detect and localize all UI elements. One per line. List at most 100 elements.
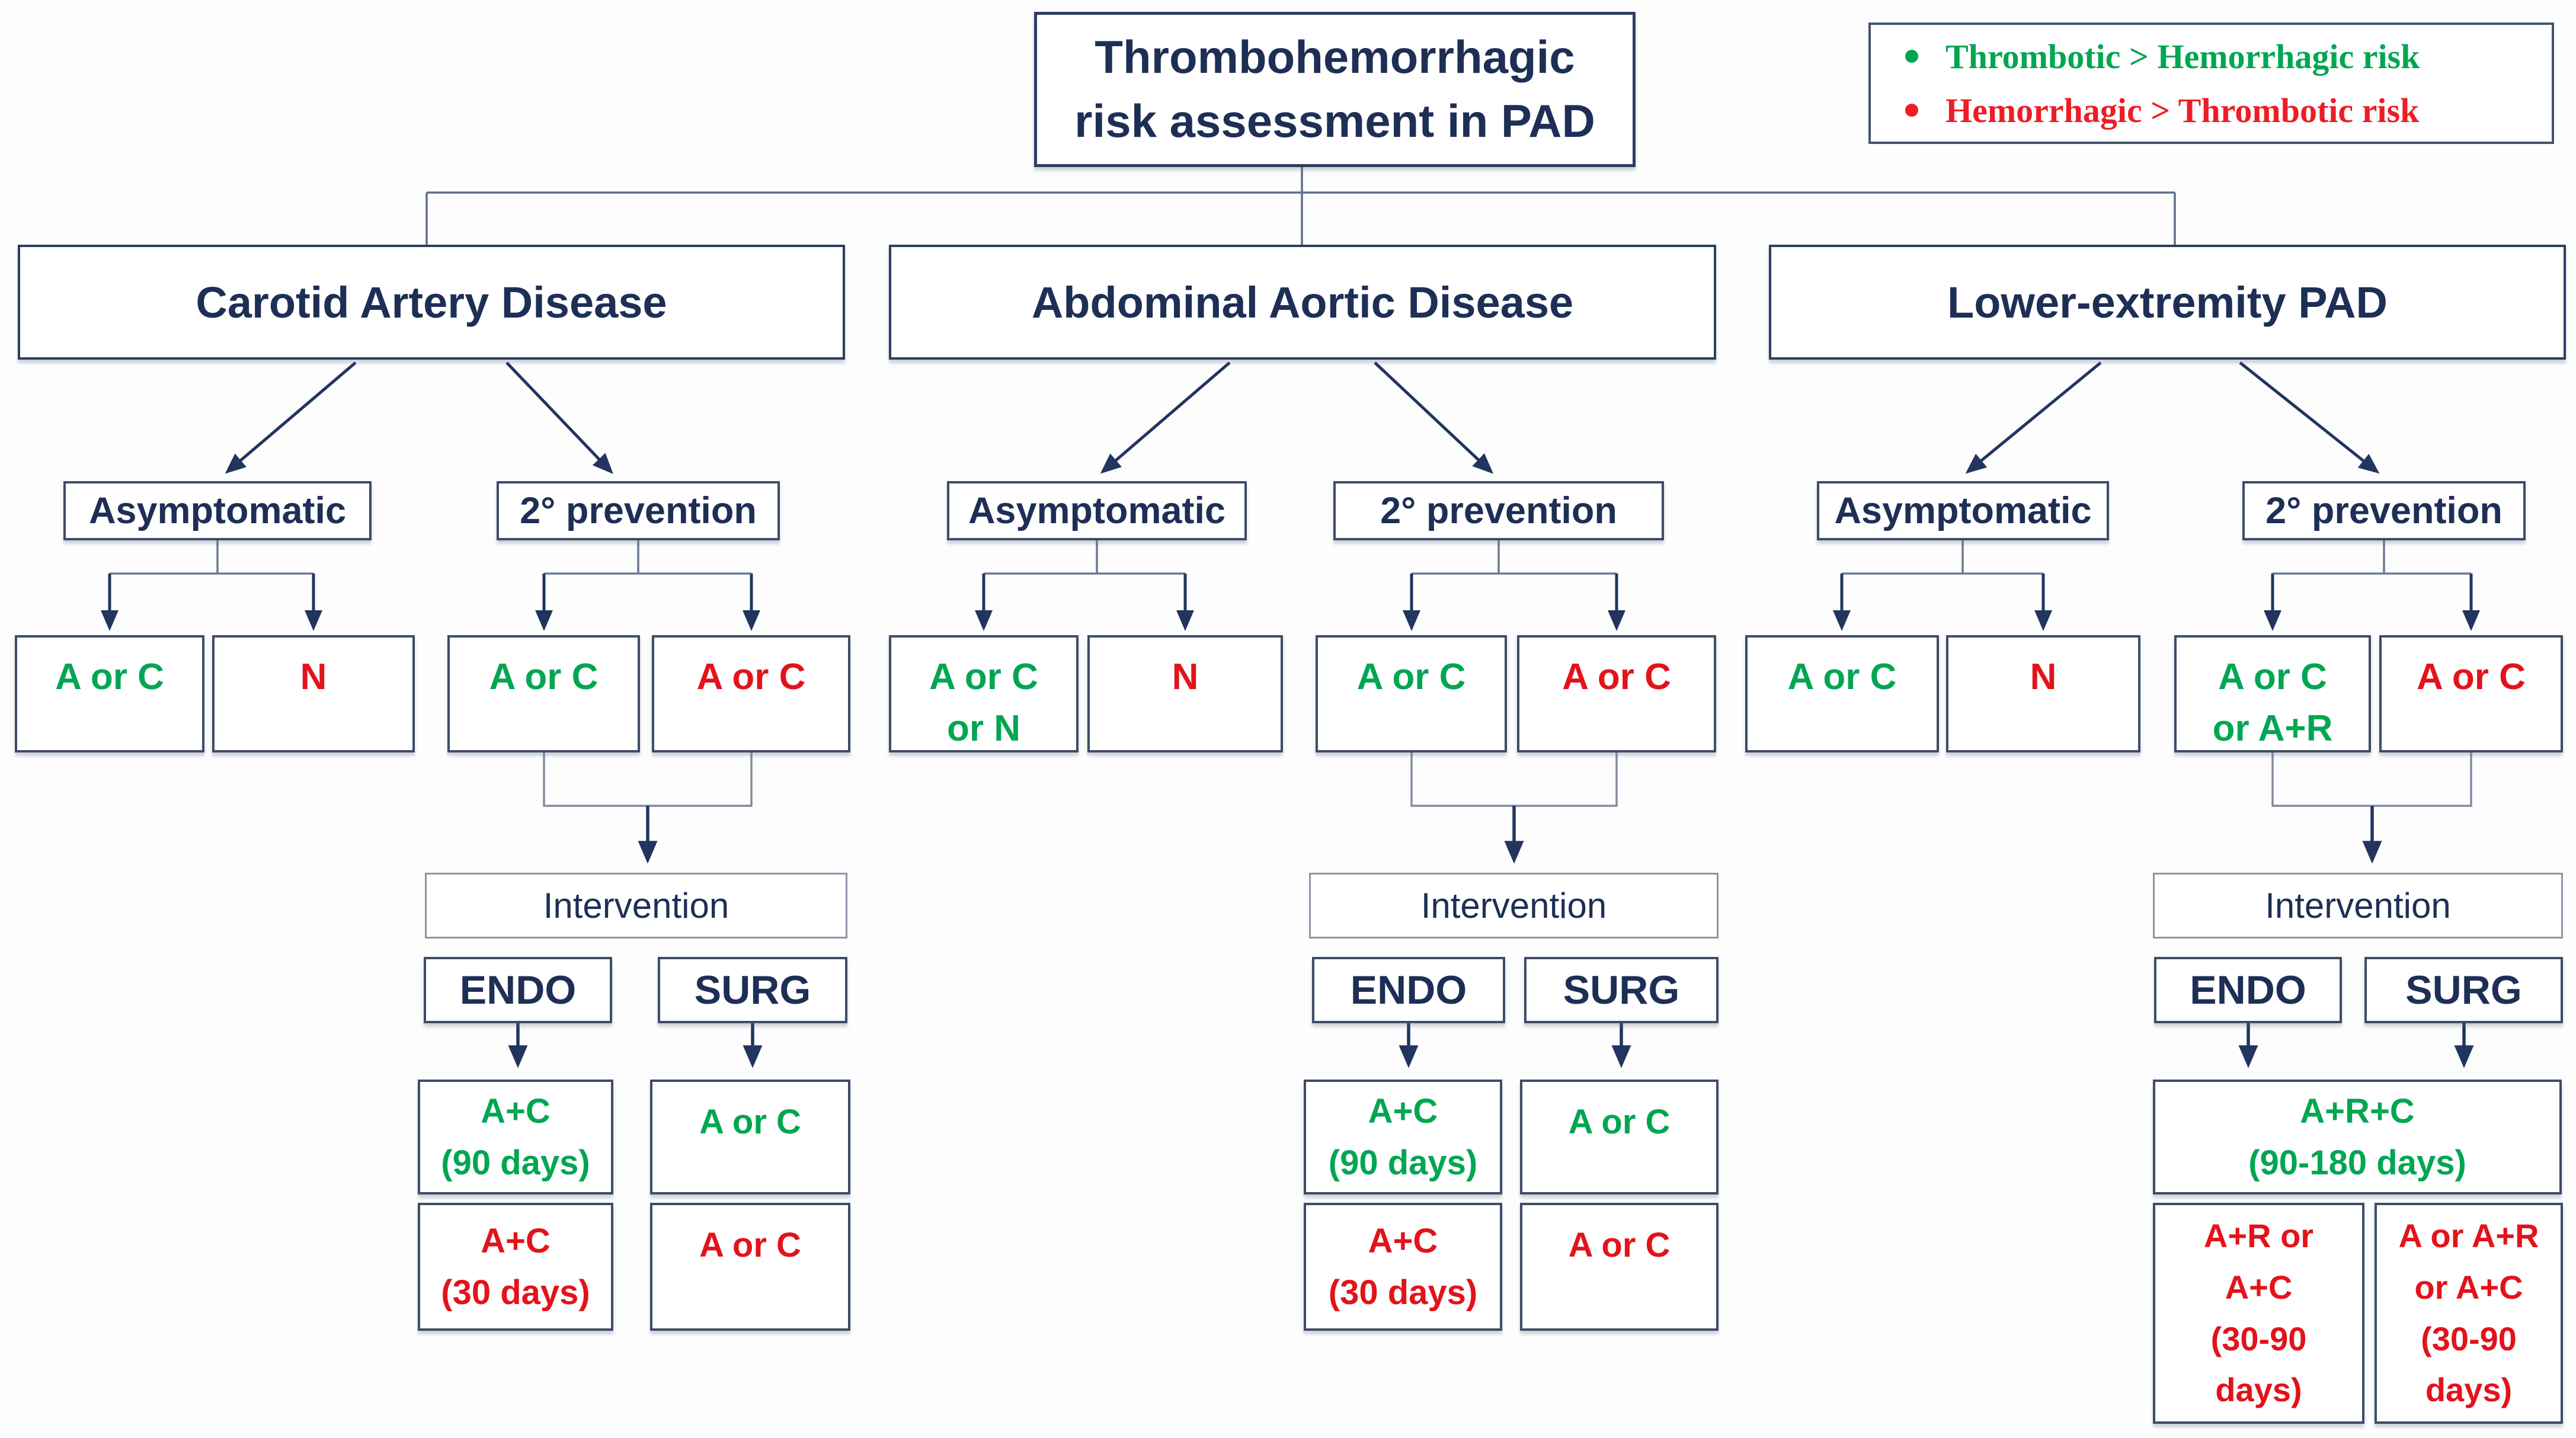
outcome-label: A or C: [699, 1226, 801, 1264]
surg-box-abdominal: SURG: [1524, 957, 1719, 1023]
therapy-box-abdominal-prev-thrombotic: A or C: [1316, 635, 1507, 752]
therapy-label: A or C: [1562, 656, 1671, 697]
therapy-label: N: [300, 656, 327, 697]
intervention-box-lower: Intervention: [2153, 873, 2563, 939]
page-title-line2: risk assessment in PAD: [1074, 95, 1595, 147]
therapy-label: A or C: [1787, 656, 1897, 697]
therapy-label: or A+R: [2212, 707, 2333, 749]
branch-title-label: Abdominal Aortic Disease: [1031, 277, 1574, 327]
outcome-label: A+C: [481, 1092, 551, 1130]
therapy-box-abdominal-prev-hemorrhagic: A or C: [1517, 635, 1716, 752]
therapy-box-abdominal-asym-thrombotic: A or C or N: [889, 635, 1079, 752]
therapy-label: A or C: [2417, 656, 2526, 697]
page-title: Thrombohemorrhagic risk assessment in PA…: [1034, 12, 1636, 167]
outcome-label: A or C: [699, 1103, 801, 1141]
branch-carotid: Carotid Artery Disease: [18, 245, 845, 360]
outcome-box-lower-surg-hemorrhagic: A or A+R or A+C (30-90 days): [2375, 1203, 2563, 1424]
outcome-label: A+R+C: [2300, 1092, 2415, 1130]
outcome-box-lower-combined-thrombotic: A+R+C (90-180 days): [2153, 1080, 2562, 1194]
outcome-label: A+C: [1368, 1092, 1438, 1130]
asymptomatic-label: Asymptomatic: [968, 490, 1226, 531]
therapy-box-carotid-prev-thrombotic: A or C: [447, 635, 640, 752]
therapy-box-carotid-prev-hemorrhagic: A or C: [652, 635, 850, 752]
outcome-label: (30 days): [1328, 1273, 1478, 1312]
intervention-box-carotid: Intervention: [425, 873, 847, 939]
outcome-label: A+R or: [2203, 1216, 2314, 1254]
outcome-label: (90-180 days): [2248, 1144, 2466, 1182]
outcome-box-carotid-surg-thrombotic: A or C: [650, 1080, 850, 1194]
therapy-box-carotid-asym-thrombotic: A or C: [15, 635, 204, 752]
asymptomatic-label: Asymptomatic: [1834, 490, 2092, 531]
surg-box-lower: SURG: [2364, 957, 2563, 1023]
endo-label: ENDO: [1350, 968, 1467, 1013]
branch-title-label: Lower-extremity PAD: [1947, 277, 2388, 327]
outcome-label: A+C: [1368, 1222, 1438, 1260]
therapy-box-carotid-asym-hemorrhagic: N: [212, 635, 415, 752]
outcome-box-abdominal-endo-hemorrhagic: A+C (30 days): [1304, 1203, 1502, 1331]
therapy-box-lower-asym-hemorrhagic: N: [1946, 635, 2140, 752]
bullet-icon: [1905, 104, 1918, 117]
endo-box-lower: ENDO: [2154, 957, 2342, 1023]
outcome-box-abdominal-endo-thrombotic: A+C (90 days): [1304, 1080, 1502, 1194]
legend-label: Thrombotic > Hemorrhagic risk: [1945, 37, 2420, 76]
therapy-box-lower-prev-hemorrhagic: A or C: [2379, 635, 2563, 752]
bullet-icon: [1905, 50, 1918, 63]
endo-label: ENDO: [2190, 968, 2306, 1013]
outcome-label: (30 days): [441, 1273, 590, 1312]
therapy-box-lower-prev-thrombotic: A or C or A+R: [2174, 635, 2371, 752]
legend-item-hemorrhagic: Hemorrhagic > Thrombotic risk: [1889, 91, 2419, 130]
therapy-box-lower-asym-thrombotic: A or C: [1745, 635, 1939, 752]
branch-lower-extremity: Lower-extremity PAD: [1769, 245, 2566, 360]
therapy-label: A or C: [696, 656, 806, 697]
legend-label: Hemorrhagic > Thrombotic risk: [1945, 91, 2420, 130]
outcome-box-abdominal-surg-hemorrhagic: A or C: [1520, 1203, 1719, 1331]
legend-item-thrombotic: Thrombotic > Hemorrhagic risk: [1889, 37, 2420, 76]
outcome-box-abdominal-surg-thrombotic: A or C: [1520, 1080, 1719, 1194]
therapy-label: or N: [947, 707, 1020, 749]
outcome-box-carotid-surg-hemorrhagic: A or C: [650, 1203, 850, 1331]
outcome-box-carotid-endo-hemorrhagic: A+C (30 days): [418, 1203, 613, 1331]
therapy-label: N: [1172, 656, 1199, 697]
prevention-box-abdominal: 2° prevention: [1333, 481, 1664, 540]
asymptomatic-box-abdominal: Asymptomatic: [947, 481, 1247, 540]
legend: Thrombotic > Hemorrhagic risk Hemorrhagi…: [1868, 23, 2554, 144]
outcome-label: (30-90: [2210, 1319, 2307, 1357]
endo-box-abdominal: ENDO: [1312, 957, 1505, 1023]
outcome-box-lower-endo-hemorrhagic: A+R or A+C (30-90 days): [2153, 1203, 2364, 1424]
outcome-box-carotid-endo-thrombotic: A+C (90 days): [418, 1080, 613, 1194]
outcome-label: A or C: [1568, 1103, 1671, 1141]
prevention-label: 2° prevention: [2265, 490, 2503, 531]
outcome-label: (90 days): [1328, 1144, 1478, 1182]
intervention-label: Intervention: [1420, 886, 1607, 925]
prevention-box-carotid: 2° prevention: [497, 481, 780, 540]
outcome-label: days): [2425, 1371, 2513, 1409]
surg-label: SURG: [1563, 968, 1680, 1013]
therapy-label: N: [2030, 656, 2057, 697]
therapy-box-abdominal-asym-hemorrhagic: N: [1087, 635, 1283, 752]
prevention-box-lower: 2° prevention: [2242, 481, 2526, 540]
asymptomatic-box-lower: Asymptomatic: [1817, 481, 2109, 540]
asymptomatic-label: Asymptomatic: [88, 490, 347, 531]
branch-title-label: Carotid Artery Disease: [196, 277, 667, 327]
outcome-label: A or C: [1568, 1226, 1671, 1264]
therapy-label: A or C: [489, 656, 599, 697]
surg-box-carotid: SURG: [658, 957, 847, 1023]
outcome-label: A+C: [2225, 1268, 2293, 1306]
intervention-label: Intervention: [2265, 886, 2451, 925]
outcome-label: A+C: [481, 1222, 551, 1260]
branch-abdominal: Abdominal Aortic Disease: [889, 245, 1716, 360]
therapy-label: A or C: [2218, 656, 2327, 697]
therapy-label: A or C: [55, 656, 164, 697]
endo-box-carotid: ENDO: [424, 957, 612, 1023]
outcome-label: (30-90: [2421, 1319, 2517, 1357]
therapy-label: A or C: [929, 656, 1038, 697]
asymptomatic-box-carotid: Asymptomatic: [63, 481, 372, 540]
surg-label: SURG: [2405, 968, 2522, 1013]
outcome-label: days): [2215, 1371, 2302, 1409]
outcome-label: or A+C: [2414, 1268, 2523, 1306]
therapy-label: A or C: [1356, 656, 1466, 697]
page-title-line1: Thrombohemorrhagic: [1095, 31, 1575, 84]
outcome-label: A or A+R: [2398, 1216, 2539, 1254]
prevention-label: 2° prevention: [520, 490, 757, 531]
